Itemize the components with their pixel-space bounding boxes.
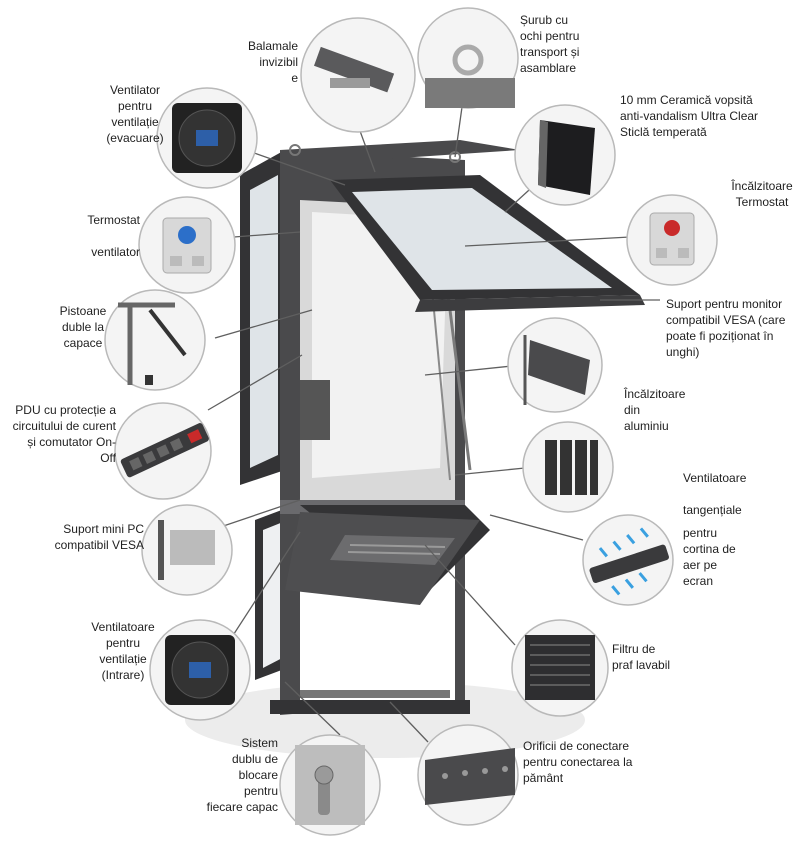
tangential-fan-icon xyxy=(582,514,674,606)
ground-connector-icon xyxy=(417,724,519,826)
label-balamale: Balamale invizibil e xyxy=(247,39,298,85)
aluminium-heater-icon xyxy=(522,421,614,513)
cabinet-base xyxy=(270,700,470,714)
vesa-monitor-mount-icon xyxy=(507,317,603,413)
eyebolt-left-icon xyxy=(289,144,301,156)
label-ventilatoare-tangentiale: Ventilatoare tangențiale xyxy=(683,471,747,517)
label-mini-pc: Suport mini PC compatibil VESA xyxy=(54,522,144,552)
piston-icon xyxy=(104,289,206,391)
filter-icon xyxy=(511,619,609,717)
label-surub: Șurub cu ochi pentru transport și asambl… xyxy=(520,13,580,75)
label-ventilatoare-intrare: Ventilatoare pentru ventilație (Intrare) xyxy=(91,620,155,682)
label-suport-vesa: Suport pentru monitor compatibil VESA (c… xyxy=(666,297,786,359)
lock-icon xyxy=(279,734,381,836)
label-incalzitoare-aluminiu: Încălzitoare din aluminiu xyxy=(624,387,686,433)
fan-evacuation-icon xyxy=(156,87,258,189)
label-incalzitoare-termostat: Încălzitoare Termostat xyxy=(731,179,793,209)
label-pdu: PDU cu protecție a circuitului de curent… xyxy=(12,403,116,465)
label-ventilator-evacuare: Ventilator pentru ventilație (evacuare) xyxy=(106,83,164,145)
ground-strip xyxy=(300,690,450,698)
hinge-icon xyxy=(300,17,416,133)
label-orificii: Orificii de conectare pentru conectarea … xyxy=(523,739,633,785)
mini-pc-box xyxy=(300,380,330,440)
label-cortina: pentru cortina de aer pe ecran xyxy=(683,526,736,588)
eyebolt-right-icon xyxy=(449,151,461,163)
fan-intake-icon xyxy=(149,619,251,721)
thermostat-fan-icon xyxy=(138,196,236,294)
mini-pc-mount-icon xyxy=(141,504,233,596)
top-lid xyxy=(280,140,520,162)
thermostat-heater-icon xyxy=(626,194,718,286)
label-termostat: Termostat ventilator xyxy=(87,213,140,259)
power-strip-icon xyxy=(114,402,212,500)
label-ceramica: 10 mm Ceramică vopsită anti-vandalism Ul… xyxy=(620,93,759,139)
label-filtru: Filtru de praf lavabil xyxy=(612,642,671,672)
label-sistem-blocare: Sistem dublu de blocare pentru fiecare c… xyxy=(206,736,278,814)
eyebolt-icon xyxy=(417,7,519,109)
kiosk-illustration xyxy=(240,140,645,715)
glass-icon xyxy=(514,104,616,206)
label-pistoane: Pistoane duble la capace xyxy=(59,304,107,350)
